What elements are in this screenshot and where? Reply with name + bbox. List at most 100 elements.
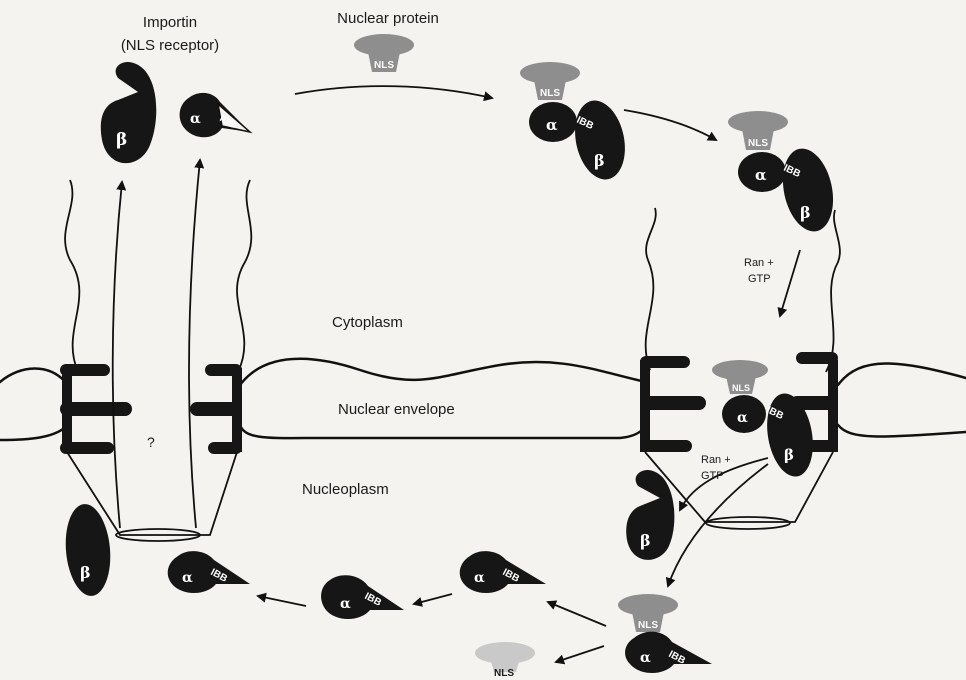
membrane-left-outer xyxy=(0,367,70,387)
pore-complex-protein-stem xyxy=(726,376,756,394)
membrane-right-inner xyxy=(836,423,966,438)
alpha-symbol: α xyxy=(190,111,201,127)
recycle2-alpha-symbol: α xyxy=(340,596,351,612)
complex1-protein-stem xyxy=(534,80,566,100)
filament-right-2 xyxy=(825,209,841,373)
complex2-alpha xyxy=(738,152,786,192)
ran-gtp-label-1b: GTP xyxy=(748,273,771,285)
filament-left-2 xyxy=(236,179,253,373)
recycle1-alpha-symbol: α xyxy=(474,570,485,586)
recycle2-alpha xyxy=(321,575,404,619)
protein-stem xyxy=(368,52,400,72)
arrow-protein-release xyxy=(554,645,605,665)
pore-right-left-bar-3 xyxy=(640,440,692,452)
complex1-alpha xyxy=(529,102,577,142)
complex2-beta-symbol: β xyxy=(800,203,811,222)
ibb-tail xyxy=(216,102,253,134)
arrow-beta-release xyxy=(679,457,769,512)
complex1-beta-symbol: β xyxy=(594,151,605,170)
pore-left-bar-1 xyxy=(60,364,110,376)
pore-left-bar-2 xyxy=(60,402,132,416)
complex2-alpha-symbol: α xyxy=(755,166,767,184)
arrow-complex-release xyxy=(665,463,769,588)
recycle-beta xyxy=(65,504,111,596)
arrow-alpha-1 xyxy=(546,600,607,627)
complex2-nls: NLS xyxy=(748,138,768,149)
complex2-beta xyxy=(782,148,834,232)
dissoc-protein-stem xyxy=(632,612,664,632)
pore-right-bar-1 xyxy=(205,364,242,376)
pore-complex-alpha-symbol: α xyxy=(737,410,748,426)
filament-left-1 xyxy=(64,179,81,373)
membrane-middle-inner xyxy=(238,418,650,440)
nls-receptor-label: (NLS receptor) xyxy=(121,37,219,54)
ran-gtp-label-2b: GTP xyxy=(701,470,724,482)
dissoc-nls: NLS xyxy=(638,620,658,631)
complex1-protein xyxy=(520,62,580,84)
import-complex-in-pore: NLS α IBB β xyxy=(712,360,813,477)
membrane-middle-outer xyxy=(238,357,648,387)
importin-alpha-recycle-2: α IBB xyxy=(321,575,404,619)
membrane-left-inner xyxy=(0,423,70,442)
pore-complex-beta-symbol: β xyxy=(784,446,794,464)
importin-beta-free-top: β xyxy=(100,62,157,164)
released-beta-symbol: β xyxy=(640,531,651,550)
pore-basket xyxy=(66,451,238,536)
export-arrow-beta xyxy=(111,180,127,529)
filament-right-1 xyxy=(644,207,657,371)
importin-beta-released: β xyxy=(626,470,675,560)
released-nuclear-protein: NLS xyxy=(475,642,535,679)
released-nls: NLS xyxy=(494,668,514,679)
complex1-beta xyxy=(575,100,625,180)
arrow-to-complex-1 xyxy=(294,85,494,102)
importin-alpha-free-top: α IBB xyxy=(179,92,253,138)
pore-right-bar-3 xyxy=(208,442,242,454)
recycle-beta-symbol: β xyxy=(80,563,91,582)
pore-right-right-bar-1 xyxy=(796,352,838,364)
ran-gtp-label-2: Ran + xyxy=(701,454,731,466)
importin-alpha-recycle-1: α IBB xyxy=(459,551,546,593)
importin-beta-recycle: β xyxy=(65,504,111,596)
ran-gtp-label-1: Ran + xyxy=(744,257,774,269)
beta-symbol: β xyxy=(116,130,127,150)
pore-right-left-bar-1 xyxy=(640,356,690,368)
pore-right-bar-2 xyxy=(190,402,242,416)
cytoplasm-label: Cytoplasm xyxy=(332,314,403,331)
export-arrow-alpha xyxy=(188,158,205,529)
complex1-alpha-symbol: α xyxy=(546,116,558,134)
pore-basket-ring xyxy=(115,528,201,542)
complex1-nls: NLS xyxy=(540,88,560,99)
export-arrows xyxy=(111,158,205,529)
released-beta-shape xyxy=(626,470,675,560)
nuclear-protein-top: NLS xyxy=(354,34,414,72)
pore-right-left-bar-2 xyxy=(640,396,706,410)
complex-dissociating: NLS α IBB xyxy=(618,594,712,673)
pore-complex-protein xyxy=(712,360,768,380)
pore-complex-alpha xyxy=(722,395,766,433)
released-protein-body xyxy=(475,642,535,664)
pore-right-basket-ring xyxy=(705,516,791,530)
importin-alpha-recycle-3: α IBB xyxy=(167,551,250,593)
arrow-alpha-2 xyxy=(412,593,453,607)
pore-right-basket xyxy=(644,451,834,523)
recycle3-alpha xyxy=(167,551,250,593)
pore-complex-nls: NLS xyxy=(732,383,750,393)
arrow-alpha-3 xyxy=(256,592,307,607)
nuclear-pore-left: ? xyxy=(60,179,253,542)
nuclear-protein-label: Nuclear protein xyxy=(337,10,439,27)
pore-complex-beta xyxy=(767,393,813,477)
protein-body xyxy=(354,34,414,56)
import-complex-2: NLS α IBB β xyxy=(728,111,834,232)
dissoc-alpha xyxy=(625,631,712,673)
import-complex-1: NLS α IBB β xyxy=(520,62,625,180)
released-protein-stem xyxy=(490,658,520,672)
complex2-protein-stem xyxy=(742,129,774,150)
membrane-right-outer xyxy=(836,362,966,387)
dissoc-alpha-symbol: α xyxy=(640,650,651,666)
nuclear-pore-right xyxy=(640,207,841,530)
nuclear-envelope-label: Nuclear envelope xyxy=(338,401,455,418)
complex2-protein xyxy=(728,111,788,133)
dissoc-protein xyxy=(618,594,678,616)
